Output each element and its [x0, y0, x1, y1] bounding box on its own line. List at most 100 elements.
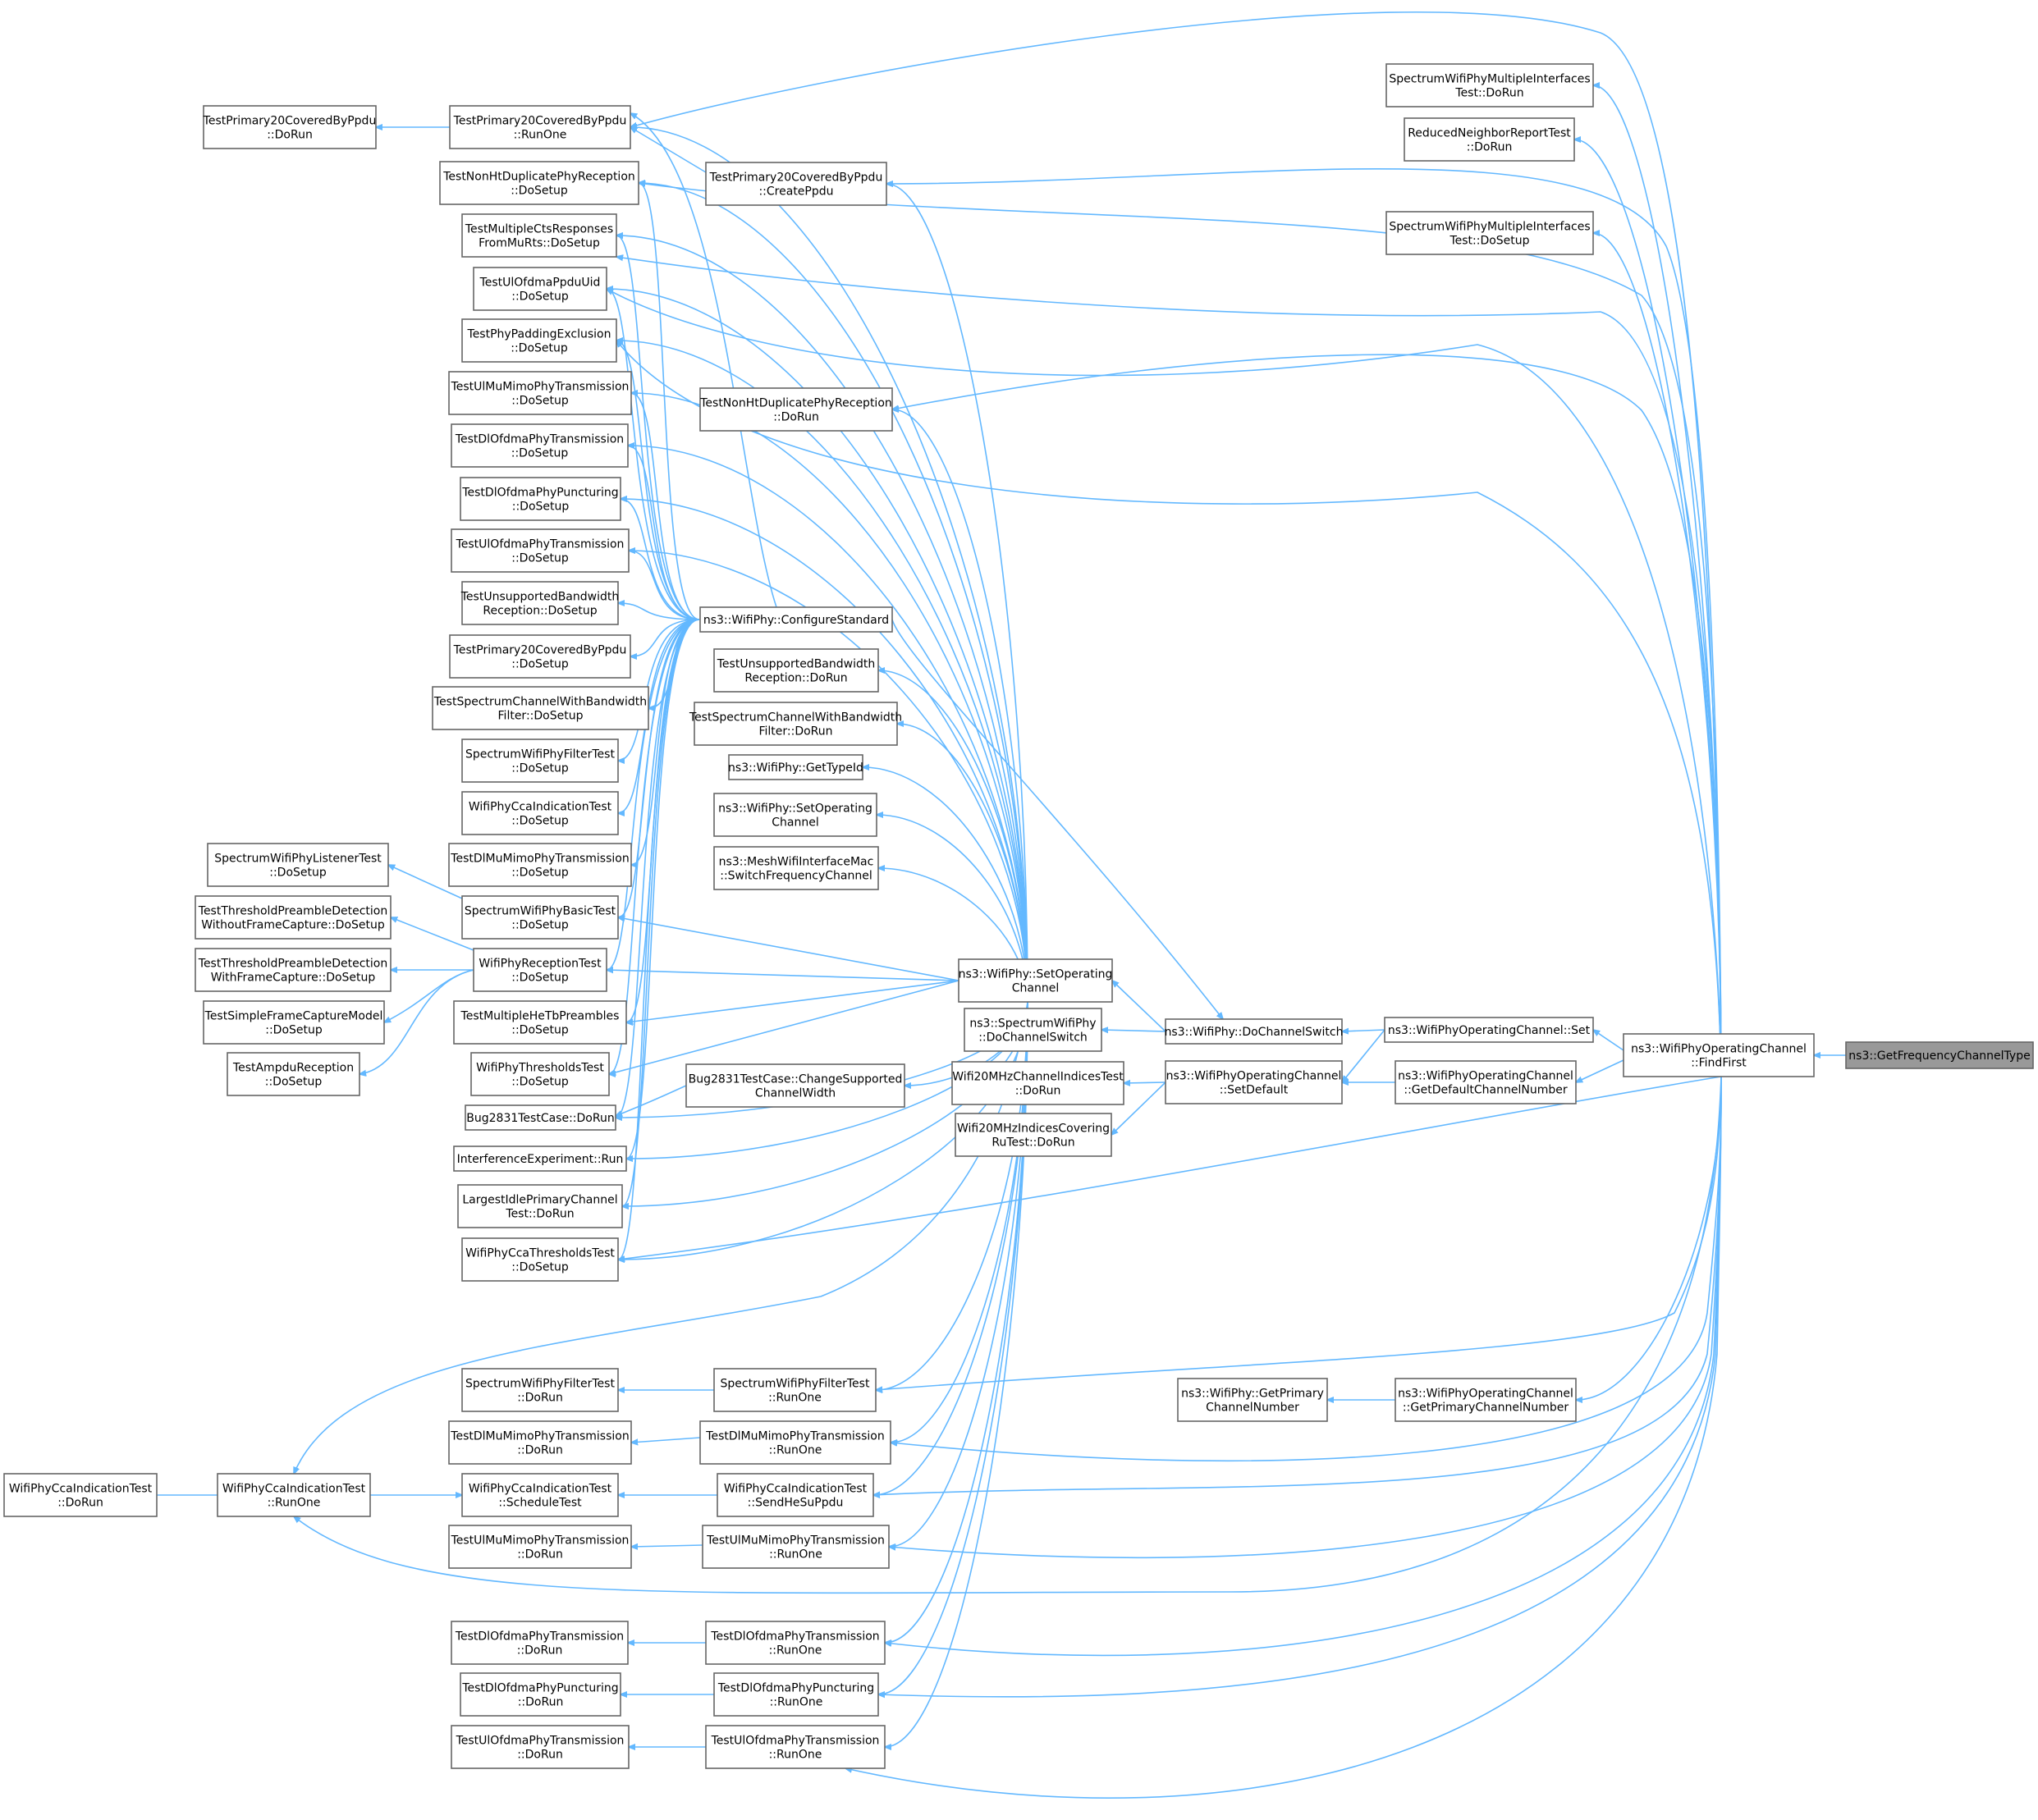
- node-specfilter-runone[interactable]: SpectrumWifiPhyFilterTest::RunOne: [713, 1368, 877, 1412]
- node-box: [1165, 1060, 1343, 1104]
- node-ulofdmappduuid[interactable]: TestUlOfdmaPpduUid::DoSetup: [473, 267, 607, 311]
- node-dlofdma-runone[interactable]: TestDlOfdmaPhyTransmission::RunOne: [705, 1621, 886, 1665]
- call-edge: [1342, 1030, 1385, 1031]
- node-p20-dosetup[interactable]: TestPrimary20CoveredByPpdu::DoSetup: [449, 634, 631, 679]
- node-specbasic[interactable]: SpectrumWifiPhyBasicTest::DoSetup: [461, 895, 619, 940]
- node-dlpunct-dosetup[interactable]: TestDlOfdmaPhyPuncturing::DoSetup: [460, 477, 621, 521]
- node-gettypeid[interactable]: ns3::WifiPhy::GetTypeId: [728, 754, 863, 780]
- node-p20-createppdu[interactable]: TestPrimary20CoveredByPpdu::CreatePpdu: [705, 162, 887, 206]
- call-edge: [1576, 1059, 1624, 1082]
- node-dlofdma-dorun[interactable]: TestDlOfdmaPhyTransmission::DoRun: [451, 1621, 629, 1665]
- node-label: ns3::WifiPhyOperatingChannel::Set: [1388, 1024, 1591, 1037]
- node-reducedneighbor[interactable]: ReducedNeighborReportTest::DoRun: [1404, 117, 1575, 162]
- node-wifi20chidx[interactable]: Wifi20MHzChannelIndicesTest::DoRun: [951, 1061, 1124, 1105]
- node-ccathresh[interactable]: WifiPhyCcaThresholdsTest::DoSetup: [461, 1237, 619, 1282]
- node-dlmumimo-dorun[interactable]: TestDlMuMimoPhyTransmission::DoRun: [448, 1420, 632, 1465]
- node-dlmumimo-runone[interactable]: TestDlMuMimoPhyTransmission::RunOne: [699, 1420, 891, 1465]
- node-specmultiif-dorun[interactable]: SpectrumWifiPhyMultipleInterfacesTest::D…: [1385, 63, 1594, 107]
- call-edge: [1574, 139, 1722, 1077]
- node-label: TestDlOfdmaPhyPuncturing: [717, 1682, 874, 1695]
- node-label: WifiPhyCcaThresholdsTest: [465, 1247, 615, 1260]
- node-specchbw-dorun[interactable]: TestSpectrumChannelWithBandwidthFilter::…: [689, 702, 902, 746]
- node-ccaind-runone[interactable]: WifiPhyCcaIndicationTest::RunOne: [217, 1473, 371, 1517]
- node-reception[interactable]: WifiPhyReceptionTest::DoSetup: [473, 948, 607, 992]
- node-thresh-with[interactable]: TestThresholdPreambleDetectionWithFrameC…: [195, 948, 392, 992]
- call-edge: [618, 917, 959, 981]
- node-specdochannelswitch[interactable]: ns3::SpectrumWifiPhy::DoChannelSwitch: [964, 1008, 1102, 1052]
- node-set[interactable]: ns3::WifiPhyOperatingChannel::Set: [1384, 1017, 1594, 1043]
- call-edge: [1101, 1030, 1166, 1031]
- node-ulmumimo-dorun[interactable]: TestUlMuMimoPhyTransmission::DoRun: [448, 1525, 632, 1569]
- node-label: ::DoSetup: [511, 1076, 569, 1089]
- node-nonht-dosetup[interactable]: TestNonHtDuplicatePhyReception::DoSetup: [439, 161, 639, 205]
- node-ampdu[interactable]: TestAmpduReception::DoSetup: [227, 1052, 360, 1096]
- call-edge: [886, 184, 1028, 1003]
- node-ccaind-dosetup[interactable]: WifiPhyCcaIndicationTest::DoSetup: [461, 791, 619, 835]
- call-edge: [630, 113, 777, 608]
- node-label: ::DoRun: [773, 411, 819, 424]
- node-p20-runone[interactable]: TestPrimary20CoveredByPpdu::RunOne: [449, 105, 631, 149]
- node-label: ::CreatePpdu: [758, 185, 833, 199]
- node-dlpunct-dorun[interactable]: TestDlOfdmaPhyPuncturing::DoRun: [460, 1672, 621, 1717]
- node-label: ChannelNumber: [1206, 1402, 1299, 1415]
- node-ulofdma-dorun[interactable]: TestUlOfdmaPhyTransmission::DoRun: [451, 1725, 630, 1769]
- node-bug-change[interactable]: Bug2831TestCase::ChangeSupportedChannelW…: [685, 1063, 905, 1108]
- node-label: WifiPhyCcaIndicationTest: [222, 1483, 366, 1496]
- node-box: [470, 1052, 610, 1096]
- node-box: [1177, 1378, 1328, 1422]
- node-setdefault[interactable]: ns3::WifiPhyOperatingChannel::SetDefault: [1165, 1060, 1343, 1104]
- node-ulmumimo-runone[interactable]: TestUlMuMimoPhyTransmission::RunOne: [702, 1525, 890, 1569]
- node-multihetb[interactable]: TestMultipleHeTbPreambles::DoSetup: [453, 1000, 627, 1045]
- node-label: TestDlOfdmaPhyTransmission: [455, 1630, 624, 1644]
- node-target[interactable]: ns3::GetFrequencyChannelType: [1845, 1041, 2034, 1069]
- node-getdefault[interactable]: ns3::WifiPhyOperatingChannel::GetDefault…: [1395, 1060, 1577, 1104]
- call-edge: [886, 167, 1722, 1077]
- node-ccaind-schedule[interactable]: WifiPhyCcaIndicationTest::ScheduleTest: [461, 1473, 619, 1517]
- node-label: ::DoSetup: [511, 658, 569, 671]
- node-label: ns3::WifiPhyOperatingChannel: [1166, 1070, 1342, 1083]
- node-ccaind-dorun[interactable]: WifiPhyCcaIndicationTest::DoRun: [3, 1473, 158, 1517]
- node-thresh-wo[interactable]: TestThresholdPreambleDetectionWithoutFra…: [195, 895, 392, 940]
- node-bug-dorun[interactable]: Bug2831TestCase::DoRun: [465, 1104, 616, 1131]
- node-label: ::RunOne: [769, 1444, 822, 1457]
- node-multicts[interactable]: TestMultipleCtsResponsesFromMuRts::DoSet…: [461, 213, 617, 258]
- node-box: [449, 634, 631, 679]
- node-label: TestUlOfdmaPhyTransmission: [456, 538, 625, 551]
- node-dochannelswitch[interactable]: ns3::WifiPhy::DoChannelSwitch: [1165, 1018, 1344, 1045]
- node-getprimaryoc[interactable]: ns3::WifiPhyOperatingChannel::GetPrimary…: [1395, 1378, 1577, 1422]
- node-nonht-dorun[interactable]: TestNonHtDuplicatePhyReception::DoRun: [699, 387, 893, 432]
- node-label: ::DoSetup: [511, 972, 569, 985]
- node-meshswitch[interactable]: ns3::MeshWifiInterfaceMac::SwitchFrequen…: [713, 846, 879, 890]
- node-specchbw-dosetup[interactable]: TestSpectrumChannelWithBandwidthFilter::…: [432, 686, 649, 730]
- node-findfirst[interactable]: ns3::WifiPhyOperatingChannel::FindFirst: [1623, 1033, 1815, 1077]
- node-thresholds[interactable]: WifiPhyThresholdsTest::DoSetup: [470, 1052, 610, 1096]
- node-ulofdma-dosetup[interactable]: TestUlOfdmaPhyTransmission::DoSetup: [451, 528, 630, 573]
- node-dlmumimo-dosetup[interactable]: TestDlMuMimoPhyTransmission::DoSetup: [448, 843, 632, 887]
- node-phypadding[interactable]: TestPhyPaddingExclusion::DoSetup: [461, 318, 617, 363]
- node-simplecapture[interactable]: TestSimpleFrameCaptureModel::DoSetup: [203, 1000, 385, 1045]
- node-ulofdma-runone[interactable]: TestUlOfdmaPhyTransmission::RunOne: [705, 1725, 886, 1769]
- node-specfilter-dorun[interactable]: SpectrumWifiPhyFilterTest::DoRun: [461, 1368, 619, 1412]
- node-specfilter-dosetup[interactable]: SpectrumWifiPhyFilterTest::DoSetup: [461, 739, 619, 783]
- node-dlpunct-runone[interactable]: TestDlOfdmaPhyPuncturing::RunOne: [713, 1672, 879, 1717]
- node-ulmumimo-dosetup[interactable]: TestUlMuMimoPhyTransmission::DoSetup: [448, 371, 632, 415]
- node-unsupbw-dosetup[interactable]: TestUnsupportedBandwidthReception::DoSet…: [460, 581, 619, 625]
- node-speclistener[interactable]: SpectrumWifiPhyListenerTest::DoSetup: [207, 843, 389, 887]
- call-edge: [1593, 1030, 1624, 1051]
- node-dlofdma-dosetup[interactable]: TestDlOfdmaPhyTransmission::DoSetup: [451, 423, 629, 468]
- node-box: [460, 477, 621, 521]
- node-label: ::RunOne: [769, 1749, 822, 1762]
- node-p20-dorun[interactable]: TestPrimary20CoveredByPpdu::DoRun: [203, 105, 377, 149]
- node-box: [432, 686, 649, 730]
- node-configurestandard[interactable]: ns3::WifiPhy::ConfigureStandard: [699, 606, 893, 633]
- call-edge: [630, 619, 700, 656]
- node-ccaind-sendhesu[interactable]: WifiPhyCcaIndicationTest::SendHeSuPpdu: [717, 1473, 874, 1517]
- node-interference[interactable]: InterferenceExperiment::Run: [453, 1146, 627, 1172]
- node-getprimary[interactable]: ns3::WifiPhy::GetPrimaryChannelNumber: [1177, 1378, 1328, 1422]
- node-specmultiif-dosetup[interactable]: SpectrumWifiPhyMultipleInterfacesTest::D…: [1385, 211, 1594, 255]
